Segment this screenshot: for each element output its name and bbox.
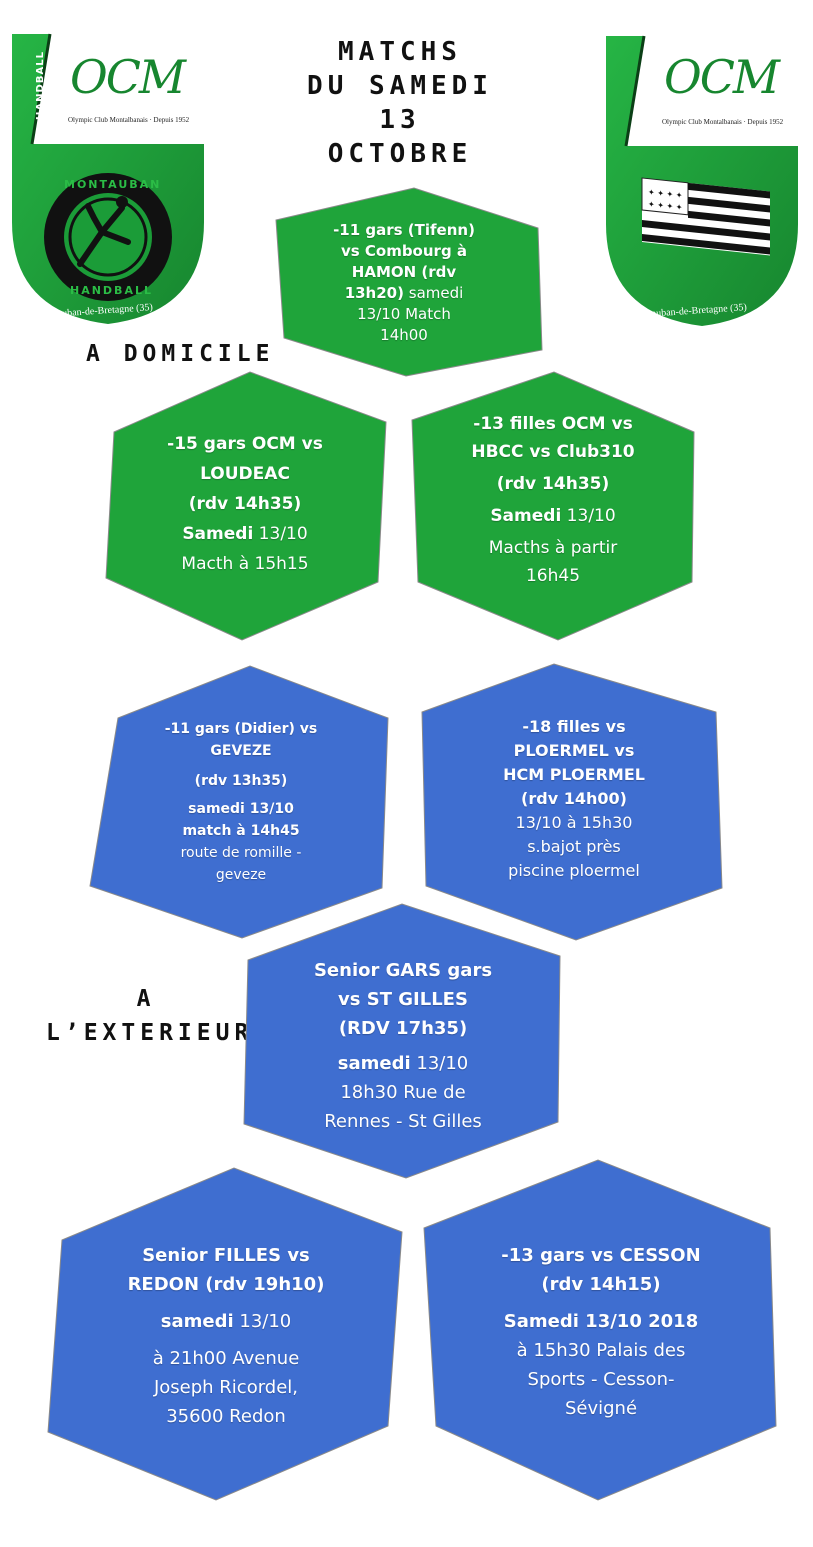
match-address-2: geveze xyxy=(215,867,267,883)
match-address-2: 35600 Redon xyxy=(166,1406,286,1427)
match-day: samedi xyxy=(160,1311,234,1332)
title-line-1: MATCHS xyxy=(338,37,462,67)
match-venue: HAMON (rdv xyxy=(351,263,457,281)
match-time: 14h00 xyxy=(380,326,428,344)
page-title: MATCHS DU SAMEDI 13 OCTOBRE xyxy=(300,35,500,171)
match-rdv: 13h20) xyxy=(344,284,404,302)
hex-shape xyxy=(105,371,387,641)
match-time: à 15h30 Palais des xyxy=(516,1340,686,1361)
hex-shape xyxy=(89,665,389,939)
match-address: s.bajot près xyxy=(527,837,621,856)
handball-side-label: HANDBALL xyxy=(34,51,46,120)
match-address-2: Sévigné xyxy=(564,1398,638,1419)
match-opponent-rdv: REDON (rdv 19h10) xyxy=(127,1274,325,1295)
match-date: 13/10 xyxy=(233,1311,292,1332)
match-opponent: vs Combourg à xyxy=(340,242,468,260)
match-rdv: (rdv 14h15) xyxy=(541,1274,661,1295)
match-opponent-2: HCM PLOERMEL xyxy=(503,765,645,784)
match-day: Samedi xyxy=(490,506,562,526)
match-address: Joseph Ricordel, xyxy=(153,1377,299,1398)
match-team: Senior FILLES vs xyxy=(142,1245,310,1266)
hex-shape xyxy=(421,663,723,941)
hex-shape xyxy=(275,187,543,377)
match-team: -13 gars vs CESSON xyxy=(501,1245,701,1266)
match-team: -13 filles OCM vs xyxy=(473,414,633,434)
match-opponent: GEVEZE xyxy=(210,743,272,759)
match-team: Senior GARS gars xyxy=(313,960,493,981)
away-match-card: Senior GARS gars vs ST GILLES (RDV 17h35… xyxy=(240,900,566,1182)
logo-subtitle-right: Olympic Club Montalbanais · Depuis 1952 xyxy=(662,118,784,126)
match-rdv: (RDV 17h35) xyxy=(338,1018,468,1039)
left-shield-shape xyxy=(12,33,204,324)
match-team: -11 gars (Didier) vs xyxy=(164,721,318,737)
match-opponent: PLOERMEL vs xyxy=(513,741,635,760)
match-rdv: (rdv 14h35) xyxy=(496,474,610,494)
hex-shape xyxy=(411,371,695,641)
match-rdv: (rdv 14h00) xyxy=(521,789,627,808)
match-time-2: 16h45 xyxy=(525,566,581,586)
match-date: 13/10 xyxy=(253,524,308,544)
match-rdv: (rdv 14h35) xyxy=(188,494,302,514)
away-match-card: -13 gars vs CESSON (rdv 14h15) Samedi 13… xyxy=(420,1156,782,1506)
hex-shape xyxy=(243,903,561,1179)
gwenn-ha-du-flag-icon: ✦ ✦ ✦ ✦ ✦ ✦ ✦ ✦ xyxy=(641,177,770,256)
match-opponent: HBCC vs Club310 xyxy=(471,442,635,462)
section-home-label: A DOMICILE xyxy=(86,341,275,367)
match-time: 18h30 Rue de xyxy=(340,1082,466,1103)
ring-top-text: MONTAUBAN xyxy=(64,178,162,191)
title-line-2: DU SAMEDI xyxy=(307,71,493,101)
match-day: Samedi xyxy=(182,524,254,544)
match-day: samedi xyxy=(337,1053,411,1074)
svg-text:✦ ✦ ✦ ✦: ✦ ✦ ✦ ✦ xyxy=(648,188,683,201)
match-team: -18 filles vs xyxy=(522,717,626,736)
away-match-card: -18 filles vs PLOERMEL vs HCM PLOERMEL (… xyxy=(418,660,728,944)
match-team: -11 gars (Tifenn) xyxy=(333,221,475,239)
match-time: 13/10 à 15h30 xyxy=(515,813,633,832)
section-away-label: A L’EXTERIEUR xyxy=(46,982,254,1050)
ocm-brand-text: OCM xyxy=(70,50,186,104)
right-shield-shape: ✦ ✦ ✦ ✦ ✦ ✦ ✦ ✦ xyxy=(606,35,798,326)
title-line-3: 13 OCTOBRE xyxy=(327,105,473,169)
right-club-logo: ✦ ✦ ✦ ✦ ✦ ✦ ✦ ✦ OCM Olympic Club Montalb… xyxy=(604,34,800,330)
match-address: Sports - Cesson- xyxy=(527,1369,675,1390)
match-time: à 21h00 Avenue xyxy=(152,1348,300,1369)
ocm-brand-text-right: OCM xyxy=(664,50,780,104)
home-match-card: -15 gars OCM vs LOUDEAC (rdv 14h35) Same… xyxy=(100,368,390,643)
match-date: 13/10 xyxy=(410,1053,469,1074)
match-date: Samedi 13/10 2018 xyxy=(503,1311,699,1332)
home-match-card: -13 filles OCM vs HBCC vs Club310 (rdv 1… xyxy=(408,368,698,643)
match-opponent: LOUDEAC xyxy=(200,464,290,484)
match-time: Macth à 15h15 xyxy=(181,554,309,574)
match-date: 13/10 xyxy=(561,506,616,526)
match-address: route de romille - xyxy=(180,845,302,861)
logo-subtitle: Olympic Club Montalbanais · Depuis 1952 xyxy=(68,116,190,124)
match-rdv: (rdv 13h35) xyxy=(194,773,288,789)
match-time: Macths à partir xyxy=(488,538,618,558)
svg-text:✦ ✦ ✦ ✦: ✦ ✦ ✦ ✦ xyxy=(648,200,683,213)
home-match-card: -11 gars (Tifenn) vs Combourg à HAMON (r… xyxy=(266,182,548,378)
away-match-card: -11 gars (Didier) vs GEVEZE (rdv 13h35) … xyxy=(86,662,394,942)
hex-shape xyxy=(47,1167,403,1501)
dot-mark: . xyxy=(394,150,398,161)
match-address: Rennes - St Gilles xyxy=(324,1111,482,1132)
match-date: 13/10 Match xyxy=(357,305,451,323)
match-opponent: vs ST GILLES xyxy=(338,989,468,1010)
match-address-2: piscine ploermel xyxy=(508,861,640,880)
match-day: samedi xyxy=(403,284,464,302)
match-time: match à 14h45 xyxy=(182,823,300,839)
ring-bottom-text: HANDBALL xyxy=(70,284,153,297)
left-club-logo: HANDBALL OCM Olympic Club Montalbanais ·… xyxy=(10,32,206,328)
section-away-line-1: A xyxy=(136,986,156,1012)
away-match-card: Senior FILLES vs REDON (rdv 19h10) samed… xyxy=(44,1164,408,1504)
hex-shape xyxy=(423,1159,777,1501)
match-team: -15 gars OCM vs xyxy=(167,434,323,454)
section-away-line-2: L’EXTERIEUR xyxy=(46,1020,254,1046)
match-day: samedi 13/10 xyxy=(188,801,294,817)
